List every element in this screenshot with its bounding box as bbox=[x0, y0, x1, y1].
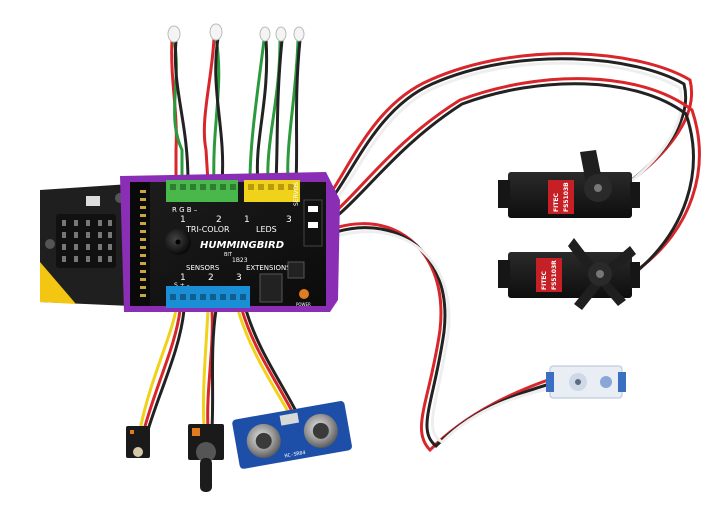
tricolor-rgb-label: R G B – bbox=[172, 206, 198, 214]
servo-upper-horn bbox=[580, 150, 612, 202]
ultrasonic-sensor: HC-SR04 bbox=[232, 401, 352, 469]
light-sensor bbox=[126, 426, 150, 458]
microbit-corner-accent bbox=[40, 262, 76, 304]
tricolor-port-2: 2 bbox=[216, 215, 222, 225]
sensor-leads bbox=[138, 308, 300, 432]
servo-lower: FITEC FS5103R bbox=[498, 238, 640, 310]
led-port-3: 3 bbox=[286, 215, 292, 225]
led-port-1: 1 bbox=[244, 215, 250, 225]
led-bulb-5 bbox=[293, 26, 305, 42]
potentiometer bbox=[188, 424, 224, 492]
servo-cables bbox=[310, 52, 701, 453]
microbit-chip bbox=[86, 196, 100, 206]
sensor-port-1: 1 bbox=[180, 273, 186, 283]
small-servo bbox=[546, 365, 626, 399]
led-bulb-2 bbox=[209, 23, 223, 41]
sensors-label: SENSORS bbox=[186, 264, 220, 272]
led-bulbs bbox=[167, 23, 305, 43]
ultrasonic-label: HC-SR04 bbox=[284, 450, 306, 460]
tricolor-terminals bbox=[166, 180, 238, 202]
extension-connector bbox=[259, 273, 283, 303]
servo-lower-horn bbox=[568, 238, 636, 310]
led-bulb-3 bbox=[259, 26, 271, 42]
servo-upper-label-bg bbox=[548, 180, 574, 214]
microbit-button-a bbox=[45, 239, 55, 249]
power-led bbox=[299, 289, 309, 299]
servos-label: SERVOS bbox=[293, 182, 300, 206]
hummingbird-board: R G B – 1 2 TRI-COLOR 1 3 LEDS HUMMINGBI… bbox=[120, 172, 340, 312]
led-bulb-4 bbox=[275, 26, 287, 42]
power-jack bbox=[287, 261, 305, 279]
year-label: 1B23 bbox=[232, 257, 248, 264]
microbit bbox=[40, 184, 132, 306]
sensor-port-2: 2 bbox=[208, 273, 214, 283]
sensor-port-3: 3 bbox=[236, 273, 242, 283]
servo-lower-label-bg bbox=[536, 258, 562, 292]
power-label: POWER bbox=[296, 302, 311, 307]
brand-label: HUMMINGBIRD bbox=[200, 240, 284, 251]
servo-lower-brand: FITEC bbox=[541, 270, 548, 290]
tricolor-label: TRI-COLOR bbox=[185, 225, 230, 234]
tricolor-port-1: 1 bbox=[180, 215, 186, 225]
servo-upper-brand: FITEC bbox=[553, 192, 560, 212]
potentiometer-knob bbox=[200, 458, 212, 492]
sub-brand-label: BIT bbox=[224, 252, 233, 258]
led-bulb-1 bbox=[167, 25, 181, 43]
extensions-label: EXTENSIONS bbox=[246, 264, 291, 272]
wires bbox=[138, 36, 701, 453]
edge-connector bbox=[130, 182, 150, 306]
servo-upper: FITEC FS5103B bbox=[498, 150, 640, 218]
microbit-led-matrix bbox=[56, 214, 116, 268]
led-terminals bbox=[244, 180, 300, 202]
servo-headers bbox=[303, 199, 323, 247]
servo-lower-model: FS5103R bbox=[551, 260, 558, 290]
board-pcb bbox=[130, 182, 326, 306]
sensor-pins-label: S + – bbox=[174, 282, 190, 289]
sensor-terminals bbox=[166, 286, 250, 308]
top-led-leads bbox=[170, 36, 302, 184]
leds-label: LEDS bbox=[256, 225, 277, 234]
servo-upper-model: FS5103B bbox=[563, 182, 570, 212]
